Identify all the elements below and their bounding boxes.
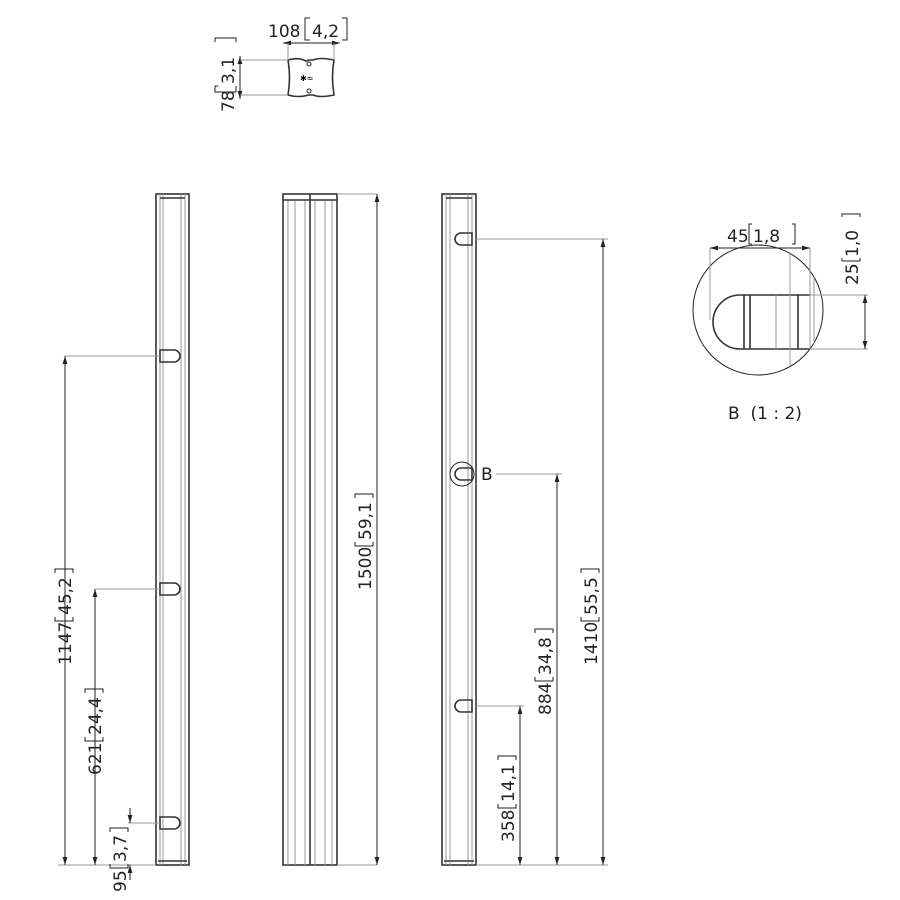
pin-icon xyxy=(159,582,181,596)
dim-884-in: 34,8 xyxy=(536,637,556,675)
pin-icon xyxy=(454,699,473,713)
detail-height-in: 1,0 xyxy=(843,230,863,257)
dim-621-mm: 621 xyxy=(86,743,106,775)
detail-b-circle xyxy=(449,461,475,487)
profile-section xyxy=(287,57,335,98)
dim-1500-mm: 1500 xyxy=(356,547,376,590)
detail-width-in: 1,8 xyxy=(753,227,780,247)
dim-1147-in: 45,2 xyxy=(56,577,76,615)
dim-358-mm: 358 xyxy=(499,810,519,842)
top-profile-view: ✱≈ 108 4,2 78 3,1 xyxy=(214,17,348,112)
dim-1410-mm: 1410 xyxy=(582,622,602,665)
width-dim-in: 4,2 xyxy=(312,22,339,42)
dim-95-in: 3,7 xyxy=(111,835,131,862)
detail-caption: B (1 : 2) xyxy=(728,404,802,424)
dim-621-in: 24,4 xyxy=(86,697,106,735)
left-column-view: 1147 45,2 621 24,4 95 3,7 xyxy=(54,193,190,892)
dim-95-mm: 95 xyxy=(111,870,131,892)
pin-icon xyxy=(454,467,473,481)
dim-358-in: 14,1 xyxy=(499,764,519,802)
detail-height-mm: 25 xyxy=(843,263,863,285)
pin-icon xyxy=(159,349,181,363)
height-dim-in: 3,1 xyxy=(219,57,239,84)
dim-1500-in: 59,1 xyxy=(356,502,376,540)
detail-b-marker: B xyxy=(481,465,493,485)
middle-column-view: 1500 59,1 xyxy=(282,193,380,866)
pin-icon xyxy=(159,816,181,830)
detail-width-mm: 45 xyxy=(727,227,749,247)
logo-mark: ✱≈ xyxy=(300,74,313,83)
right-column-view: B 1410 55,5 884 34,8 358 14,1 xyxy=(441,193,608,866)
dim-1410-in: 55,5 xyxy=(582,577,602,615)
height-dim-mm: 78 xyxy=(219,90,239,112)
pin-icon xyxy=(454,232,473,246)
width-dim-mm: 108 xyxy=(268,22,300,42)
dim-884-mm: 884 xyxy=(536,683,556,715)
detail-b-view: 45 1,8 25 1,0 B (1 : 2) xyxy=(692,213,868,424)
dim-1147-mm: 1147 xyxy=(56,622,76,665)
